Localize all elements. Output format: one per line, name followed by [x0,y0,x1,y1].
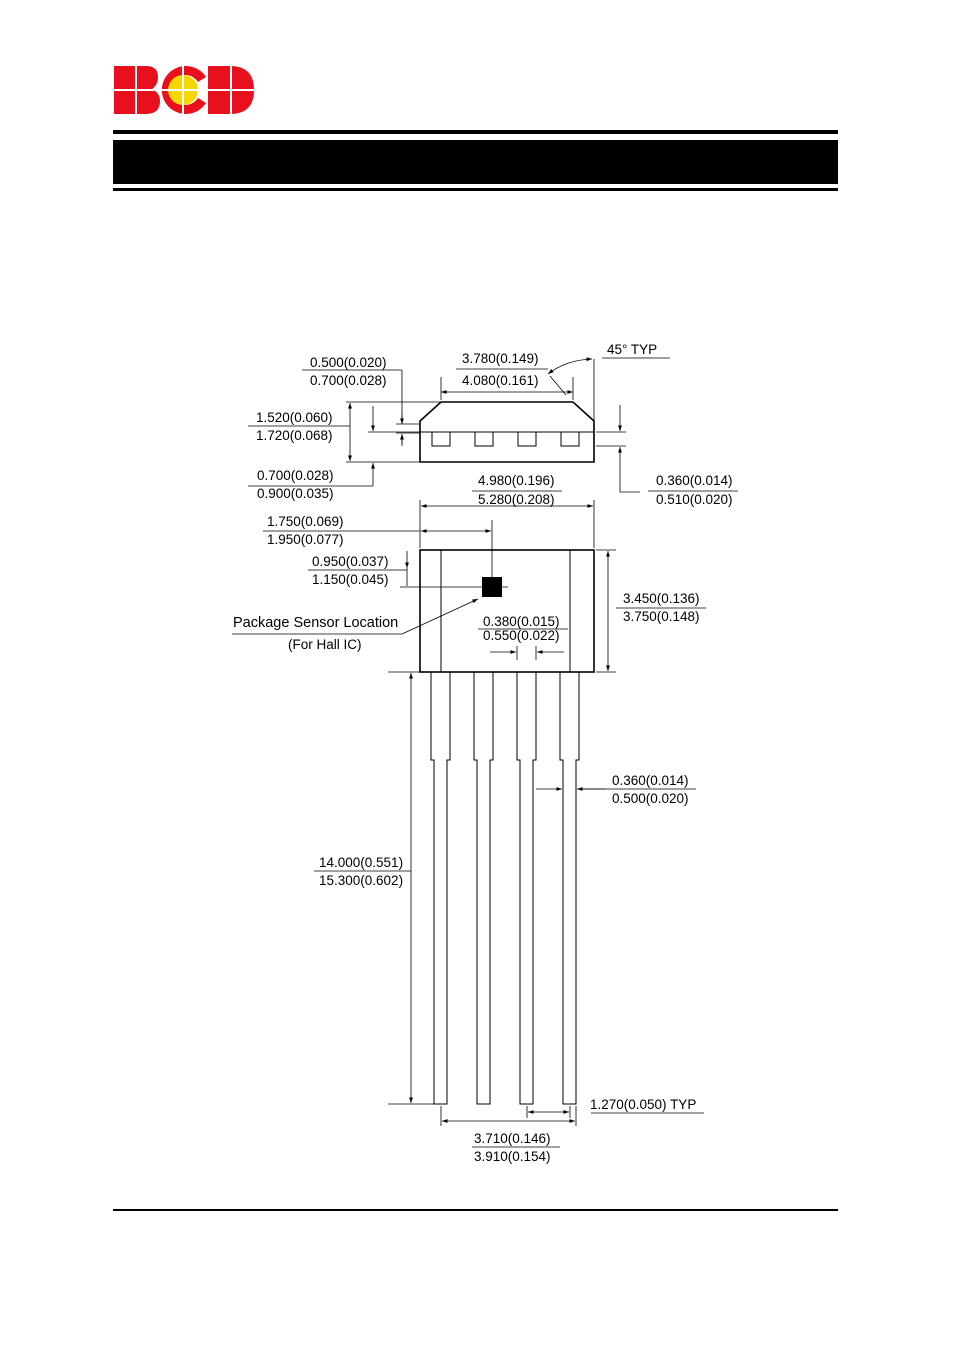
dimension-labels: 0.500(0.020) 0.700(0.028) 3.780(0.149) 4… [233,342,733,1164]
sensor-x-min: 1.750(0.069) [267,514,344,529]
sensor-x-max: 1.950(0.077) [267,532,344,547]
body-length-min: 3.450(0.136) [623,591,700,606]
lead-tab [517,431,537,447]
lead-narrow-width-min: 0.360(0.014) [612,773,689,788]
pitch-label: 1.270(0.050) TYP [590,1097,696,1112]
lead-thickness-max: 0.510(0.020) [656,492,733,507]
standoff-min: 0.700(0.028) [257,468,334,483]
lead-span-max: 3.910(0.154) [474,1149,551,1164]
top-view-lead-tabs [431,431,580,447]
sensor-location-sublabel: (For Hall IC) [288,637,362,652]
lead-span-min: 3.710(0.146) [474,1131,551,1146]
header-bar [113,140,838,184]
top-view [248,357,738,548]
lead [430,672,451,1105]
chamfer-label: 45° TYP [607,342,657,357]
shoulder-width-min: 0.380(0.015) [483,614,560,629]
lead-length-min: 14.000(0.551) [319,855,403,870]
body-height-max: 1.720(0.068) [256,428,333,443]
body-width-max: 5.280(0.208) [478,492,555,507]
sensor-y-max: 1.150(0.045) [312,572,389,587]
lead-length-max: 15.300(0.602) [319,873,403,888]
lead [473,672,494,1105]
front-view [232,520,706,1148]
footer-rule [113,1209,838,1211]
sensor-location-label: Package Sensor Location [233,615,398,631]
top-width-max: 4.080(0.161) [462,373,539,388]
lead-width-max: 0.700(0.028) [310,373,387,388]
bcd-logo [114,64,254,116]
lead-thickness-min: 0.360(0.014) [656,473,733,488]
sensor-y-min: 0.950(0.037) [312,554,389,569]
lead [559,672,580,1105]
front-view-body [419,549,595,673]
header-bottom-rule [113,188,838,191]
shoulder-width-max: 0.550(0.022) [483,628,560,643]
standoff-max: 0.900(0.035) [257,486,334,501]
lead-narrow-width-max: 0.500(0.020) [612,791,689,806]
lead-tab [431,431,451,447]
body-length-max: 3.750(0.148) [623,609,700,624]
lead-tab [474,431,494,447]
header-top-rule [113,130,838,134]
top-width-min: 3.780(0.149) [462,351,539,366]
lead-width-min: 0.500(0.020) [310,355,387,370]
body-height-min: 1.520(0.060) [256,410,333,425]
leads [430,672,580,1105]
lead [516,672,537,1105]
lead-tab [560,431,580,447]
body-width-min: 4.980(0.196) [478,473,555,488]
